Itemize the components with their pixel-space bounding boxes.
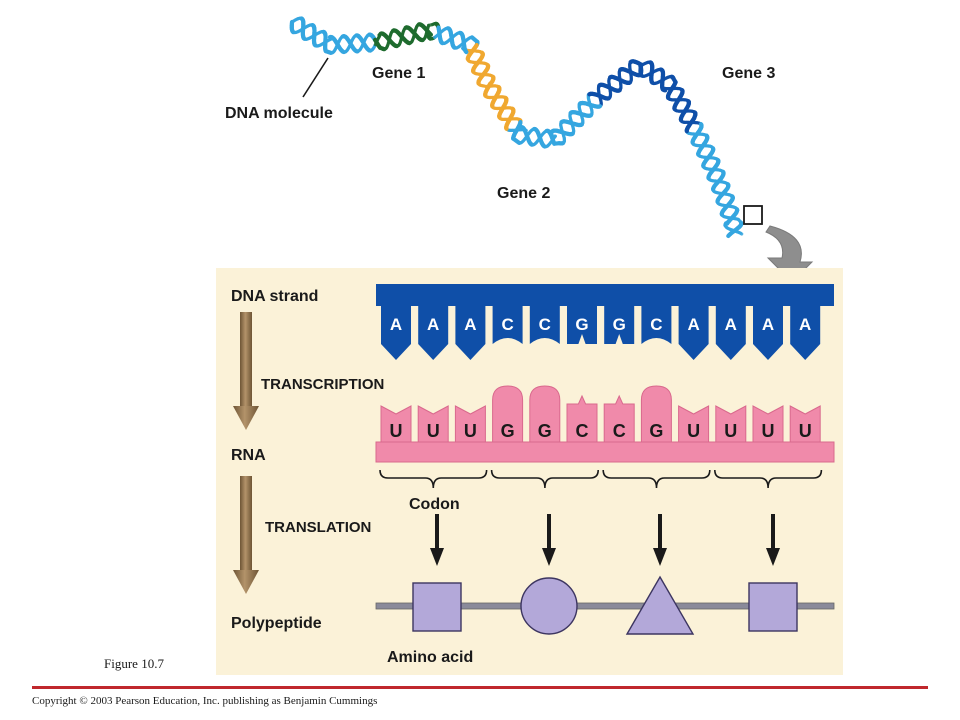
amino-acid-square [412, 582, 462, 632]
codon-bracket [490, 469, 599, 489]
rna-base: U [417, 405, 449, 443]
dna-base: A [455, 306, 486, 360]
copyright-text: Copyright © 2003 Pearson Education, Inc.… [32, 695, 377, 707]
codon-bracket [602, 469, 711, 489]
svg-text:G: G [575, 315, 588, 334]
gene2-label: Gene 2 [497, 185, 550, 202]
rna-base: C [603, 394, 635, 443]
svg-text:A: A [427, 315, 439, 334]
rna-base: U [715, 405, 747, 443]
svg-text:C: C [539, 315, 551, 334]
svg-text:G: G [501, 421, 515, 441]
amino-acids [412, 575, 798, 635]
svg-text:U: U [464, 421, 477, 441]
rna-base: G [492, 385, 524, 443]
polypeptide-backbone [375, 602, 835, 610]
codon-brackets [379, 469, 823, 489]
svg-text:G: G [613, 315, 626, 334]
svg-text:A: A [687, 315, 699, 334]
figure-label: Figure 10.7 [104, 656, 164, 671]
dna-base: A [381, 306, 411, 360]
svg-text:A: A [762, 315, 774, 334]
translation-arrows [430, 514, 780, 566]
amino-acid-circle [520, 577, 578, 635]
dna-strand-label: DNA strand [231, 288, 318, 305]
dna-molecule-leader-line [302, 57, 329, 98]
amino-acid-triangle [625, 575, 695, 635]
dna-helix [289, 16, 744, 239]
transcription-arrow [233, 312, 259, 430]
dna-strand-backbone [376, 284, 834, 306]
gene3-label: Gene 3 [722, 65, 775, 82]
amino-acid-square [748, 582, 798, 632]
svg-text:U: U [762, 421, 775, 441]
dna-base: A [790, 306, 821, 360]
rna-base: G [529, 385, 561, 443]
svg-text:C: C [576, 421, 589, 441]
svg-text:A: A [390, 315, 402, 334]
dna-base: C [492, 306, 523, 344]
zoom-box [743, 205, 763, 225]
rna-base: U [380, 405, 412, 443]
rna-base: G [640, 385, 672, 443]
rna-backbone [375, 441, 835, 463]
dna-base: C [641, 306, 672, 344]
codon-bracket [379, 469, 488, 489]
rna-base: C [566, 394, 598, 443]
svg-text:U: U [724, 421, 737, 441]
rna-label: RNA [231, 447, 266, 464]
dna-base: A [418, 306, 449, 360]
dna-base: A [715, 306, 746, 360]
dna-base: G [604, 306, 635, 344]
dna-base: A [678, 306, 709, 360]
codon-to-amino-arrow [430, 514, 444, 566]
codon-bracket [714, 469, 823, 489]
gene1-label: Gene 1 [372, 65, 425, 82]
codon-to-amino-arrow [653, 514, 667, 566]
svg-text:U: U [799, 421, 812, 441]
footer-rule [32, 686, 928, 689]
dna-base: G [567, 306, 597, 344]
codon-label: Codon [409, 496, 460, 513]
svg-text:A: A [725, 315, 737, 334]
polypeptide-label: Polypeptide [231, 615, 322, 632]
translation-label: TRANSLATION [265, 519, 371, 536]
svg-text:C: C [501, 315, 513, 334]
dna-base: A [753, 306, 783, 360]
svg-text:G: G [538, 421, 552, 441]
translation-arrow [233, 476, 259, 594]
svg-text:U: U [390, 421, 403, 441]
svg-text:U: U [687, 421, 700, 441]
dna-molecule-label: DNA molecule [225, 105, 333, 122]
svg-text:A: A [464, 315, 476, 334]
codon-to-amino-arrow [542, 514, 556, 566]
svg-text:U: U [427, 421, 440, 441]
svg-text:G: G [649, 421, 663, 441]
transcription-label: TRANSCRIPTION [261, 376, 384, 393]
dna-base: C [529, 306, 560, 344]
rna-base: U [678, 405, 710, 443]
svg-text:C: C [613, 421, 626, 441]
rna-base: U [454, 405, 486, 443]
amino-acid-label: Amino acid [387, 649, 473, 666]
svg-text:A: A [799, 315, 811, 334]
codon-to-amino-arrow [766, 514, 780, 566]
svg-text:C: C [650, 315, 662, 334]
